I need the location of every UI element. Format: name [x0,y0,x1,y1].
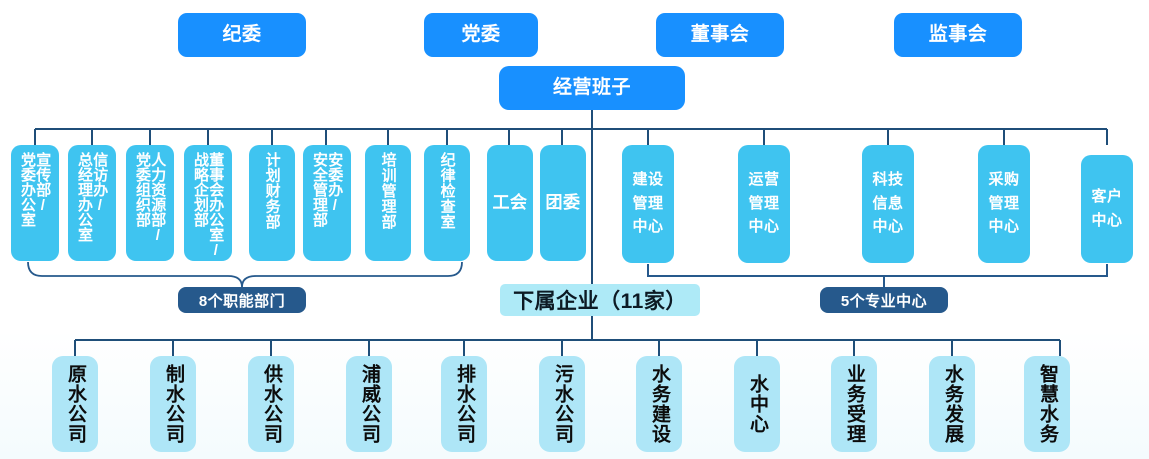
subsidiary-node-water-center[interactable]: 水中心 [734,356,780,452]
governance-node-dongshihui[interactable]: 董事会 [656,13,784,57]
department-node-finance[interactable]: 计划财务部 [249,145,295,261]
subsidiary-label: 业务受理 [843,364,865,444]
governance-node-dangwei[interactable]: 党委 [424,13,538,57]
mass-org-node-union[interactable]: 工会 [487,145,533,261]
department-label-right: 人力资源部/ [149,152,167,244]
subsidiary-label: 污水公司 [551,364,573,444]
subsidiary-label: 制水公司 [162,364,184,444]
department-label-left: 党委组织部 [134,152,151,227]
subsidiary-node-smart-water[interactable]: 智慧水务 [1024,356,1070,452]
governance-node-jiwei[interactable]: 纪委 [178,13,306,57]
subsidiary-label: 水务发展 [941,364,963,444]
subsidiary-node-water-supply[interactable]: 供水公司 [248,356,294,452]
center-line: 客户 [1091,188,1123,205]
subsidiary-node-water-production[interactable]: 制水公司 [150,356,196,452]
center-node-procurement[interactable]: 采购 管理 中心 [978,145,1030,263]
department-label-left: 党委办公室 [19,152,36,227]
summary-pill-label: 下属企业（11家） [513,290,687,313]
department-node-hr[interactable]: 人力资源部/ 党委组织部 [126,145,174,261]
department-node-training[interactable]: 培训管理部 [365,145,411,261]
department-label-right: 信访办/ [91,152,109,214]
governance-node-label: 党委 [461,24,501,46]
governance-node-label: 董事会 [690,24,750,46]
department-label-left: 总经理办公室 [76,152,93,242]
department-node-discipline[interactable]: 纪律检查室 [424,145,470,261]
department-label-left: 战略企划部 [192,152,209,227]
center-node-technology[interactable]: 科技 信息 中心 [862,145,914,263]
center-line: 中心 [632,218,664,236]
governance-node-jianshihui[interactable]: 监事会 [894,13,1022,57]
governance-node-label: 纪委 [222,24,262,46]
subsidiary-label: 供水公司 [260,364,282,444]
department-label: 纪律检查室 [438,152,456,230]
center-line: 管理 [632,194,664,212]
department-label-left: 安全管理部 [311,152,328,227]
summary-pill-subsidiaries[interactable]: 下属企业（11家） [500,284,700,316]
subsidiary-node-drainage[interactable]: 排水公司 [441,356,487,452]
executive-node-label: 经营班子 [552,77,631,99]
center-line: 中心 [988,218,1020,236]
department-label-right: 安委办/ [326,152,344,214]
center-line: 管理 [748,194,780,212]
center-line: 科技 [872,171,904,189]
executive-node[interactable]: 经营班子 [499,66,685,110]
department-node-propaganda[interactable]: 宣传部/ 党委办公室 [11,145,59,261]
summary-pill-centers[interactable]: 5个专业中心 [820,287,948,313]
center-line: 运营 [748,171,780,189]
mass-org-node-youth-league[interactable]: 团委 [540,145,586,261]
governance-node-label: 监事会 [928,24,988,46]
center-line: 中心 [872,218,904,236]
summary-pill-label: 8个职能部门 [198,292,286,310]
department-label-right: 宣传部/ [34,152,52,214]
center-line: 中心 [1091,211,1123,229]
department-node-petition[interactable]: 信访办/ 总经理办公室 [68,145,116,261]
subsidiary-label: 智慧水务 [1036,364,1058,444]
subsidiary-node-puwei[interactable]: 浦威公司 [346,356,392,452]
center-line: 采购 [988,171,1020,189]
subsidiary-node-water-construction[interactable]: 水务建设 [636,356,682,452]
department-label: 培训管理部 [379,152,397,230]
summary-pill-departments[interactable]: 8个职能部门 [178,287,306,313]
department-label: 计划财务部 [263,152,281,230]
subsidiary-label: 水中心 [746,374,768,434]
subsidiary-label: 浦威公司 [358,364,380,444]
subsidiary-node-sewage[interactable]: 污水公司 [539,356,585,452]
mass-org-label: 工会 [492,193,528,213]
subsidiary-node-water-development[interactable]: 水务发展 [929,356,975,452]
subsidiary-label: 原水公司 [64,364,86,444]
department-node-strategy[interactable]: 董事会办公室/ 战略企划部 [184,145,232,261]
center-node-operations[interactable]: 运营 管理 中心 [738,145,790,263]
center-line: 信息 [872,194,904,212]
center-node-customer[interactable]: 客户 中心 [1081,155,1133,263]
summary-pill-label: 5个专业中心 [840,292,928,310]
subsidiary-node-business-acceptance[interactable]: 业务受理 [831,356,877,452]
department-label-right: 董事会办公室/ [207,152,225,259]
center-line: 建设 [632,171,664,189]
center-line: 中心 [748,218,780,236]
mass-org-label: 团委 [545,193,581,213]
center-line: 管理 [988,194,1020,212]
center-node-construction[interactable]: 建设 管理 中心 [622,145,674,263]
subsidiary-label: 排水公司 [453,364,475,444]
department-node-safety[interactable]: 安委办/ 安全管理部 [303,145,351,261]
subsidiary-label: 水务建设 [648,364,670,444]
subsidiary-node-raw-water[interactable]: 原水公司 [52,356,98,452]
